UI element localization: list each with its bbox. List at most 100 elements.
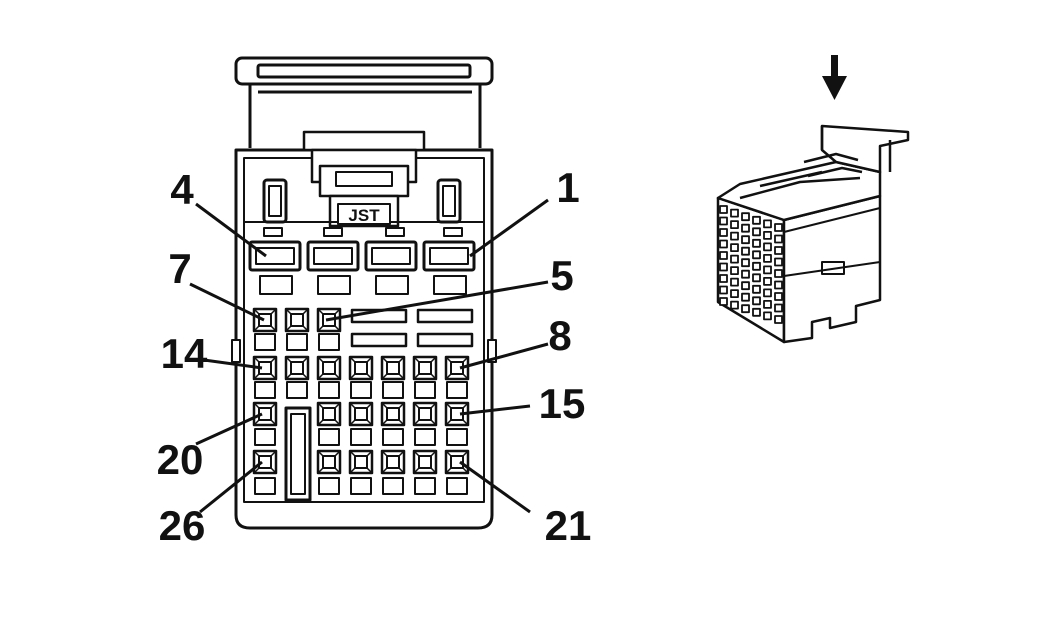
down-arrow-icon xyxy=(822,55,847,100)
iso-cavity xyxy=(719,228,728,237)
iso-cavity xyxy=(763,242,772,252)
pin-label-15: 15 xyxy=(539,380,586,427)
pin-label-8: 8 xyxy=(548,312,571,359)
cavity-corner-line xyxy=(334,450,341,457)
side-latch-posts xyxy=(262,178,462,224)
lock-slot xyxy=(382,477,404,495)
cavity-corner-line xyxy=(430,419,437,426)
brand-logo-box xyxy=(337,203,391,225)
cavity-corner-line xyxy=(366,373,373,380)
iso-cavity xyxy=(719,297,728,306)
cavity-corner-line xyxy=(398,402,405,409)
cavity-corner-line xyxy=(381,419,388,426)
pin-label-14: 14 xyxy=(161,330,208,377)
iso-cavity xyxy=(741,223,750,233)
iso-cavity xyxy=(752,238,761,248)
cavity-corner-line xyxy=(366,450,373,457)
cavity-corner-line xyxy=(270,356,277,363)
cavity-corner-line xyxy=(430,467,437,474)
cavity-corner-line xyxy=(334,467,341,474)
cavity-corner-line xyxy=(317,373,324,380)
iso-cavity xyxy=(763,230,772,240)
iso-cavity xyxy=(719,262,728,272)
lock-slot xyxy=(254,381,276,399)
lock-slot xyxy=(414,428,436,446)
cavity-corner-line xyxy=(462,450,469,457)
cavity-corner-line xyxy=(334,356,341,363)
cavity-corner-line xyxy=(445,450,452,457)
lock-slot xyxy=(382,381,404,399)
lock-slot xyxy=(318,428,340,446)
cavity-corner-line xyxy=(334,402,341,409)
lock-slot xyxy=(446,428,468,446)
iso-cavity xyxy=(752,296,761,306)
cavity-corner-line xyxy=(270,402,277,409)
cavity-corner-line xyxy=(317,308,324,315)
iso-cavity xyxy=(741,304,750,314)
cavity-corner-line xyxy=(398,356,405,363)
cavity-corner-line xyxy=(413,402,420,409)
pin-label-7: 7 xyxy=(168,245,191,292)
terminal-cavity-inner xyxy=(354,361,368,375)
iso-cavity xyxy=(730,300,739,310)
cavity-corner-line xyxy=(445,419,452,426)
lock-slot xyxy=(318,477,340,495)
cavity-corner-line xyxy=(366,467,373,474)
cavity-corner-line xyxy=(317,356,324,363)
large-cavity-row xyxy=(248,240,476,295)
lock-slot xyxy=(254,428,276,446)
cavity-corner-line xyxy=(366,356,373,363)
cavity-corner-line xyxy=(349,402,356,409)
cavity-corner-line xyxy=(334,325,341,332)
cavity-corner-line xyxy=(302,373,309,380)
iso-cavity xyxy=(752,261,761,271)
cavity-corner-line xyxy=(413,450,420,457)
cavity-corner-line xyxy=(253,308,260,315)
cavity-corner-line xyxy=(270,419,277,426)
terminal-cavity-inner xyxy=(322,407,336,421)
iso-cavity xyxy=(763,288,772,298)
terminal-cavity-inner xyxy=(354,455,368,469)
terminal-cavity-inner xyxy=(354,407,368,421)
iso-cavity xyxy=(763,311,772,321)
small-cavity-grid xyxy=(252,307,470,495)
iso-cavity xyxy=(730,231,739,241)
cavity-corner-line xyxy=(317,467,324,474)
cavity-corner-line xyxy=(430,450,437,457)
cavity-corner-line xyxy=(366,402,373,409)
cavity-corner-line xyxy=(398,450,405,457)
terminal-cavity-inner xyxy=(450,455,464,469)
terminal-cavity-inner xyxy=(322,361,336,375)
iso-cavity xyxy=(752,273,761,283)
cavity-corner-line xyxy=(302,308,309,315)
cavity-corner-line xyxy=(302,356,309,363)
iso-cavity xyxy=(719,285,728,295)
iso-cavity xyxy=(741,246,750,256)
cavity-corner-line xyxy=(334,308,341,315)
isometric-cavity-grid xyxy=(719,205,783,324)
cavity-corner-line xyxy=(381,356,388,363)
iso-cavity xyxy=(730,289,739,299)
lock-slot xyxy=(446,477,468,495)
cavity-corner-line xyxy=(253,467,260,474)
cavity-corner-line xyxy=(430,373,437,380)
terminal-cavity-inner xyxy=(386,407,400,421)
brand-logo: JST xyxy=(348,206,380,225)
cavity-corner-line xyxy=(381,467,388,474)
iso-cavity xyxy=(763,253,772,263)
cavity-corner-line xyxy=(253,402,260,409)
pin-label-5: 5 xyxy=(550,252,573,299)
iso-cavity xyxy=(774,223,783,232)
cavity-corner-line xyxy=(398,419,405,426)
cavity-corner-line xyxy=(349,356,356,363)
cavity-corner-line xyxy=(317,325,324,332)
terminal-cavity-inner xyxy=(290,313,304,327)
cavity-corner-line xyxy=(285,356,292,363)
iso-cavity xyxy=(719,251,728,260)
lock-slot xyxy=(350,381,372,399)
iso-cavity xyxy=(774,280,783,290)
terminal-cavity-inner xyxy=(418,361,432,375)
iso-cavity xyxy=(730,208,739,218)
terminal-cavity-inner xyxy=(290,361,304,375)
iso-cavity xyxy=(730,220,739,230)
